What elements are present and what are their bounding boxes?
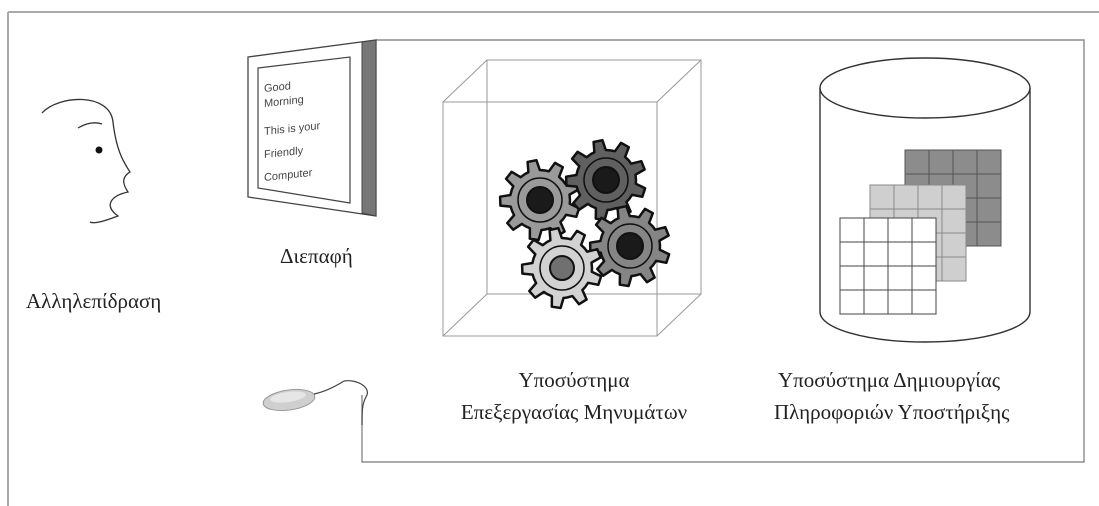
info-subsystem-label-2: Πληροφοριών Υποστήριξης [774, 400, 1010, 424]
screen-text-2: Morning [264, 94, 304, 110]
processing-label-1: Υποσύστημα [518, 368, 630, 392]
interaction-label: Αλληλεπίδραση [26, 289, 162, 313]
screen-text-4: Friendly [264, 145, 304, 161]
gear-2-icon [564, 138, 647, 222]
gear-1-icon [498, 158, 581, 242]
interface-label: Διεπαφή [280, 244, 353, 268]
screen-text-3: This is your [264, 120, 320, 138]
data-tables-icon [839, 149, 1002, 315]
data-table-front [839, 217, 937, 315]
info-subsystem-label-1: Υποσύστημα Δημιουργίας [778, 368, 1001, 392]
gear-4-icon [520, 226, 603, 310]
system-boundary [361, 39, 1085, 463]
processing-label-2: Επεξεργασίας Μηνυμάτων [460, 400, 688, 424]
screen-text-5: Computer [264, 167, 313, 184]
gear-3-icon [588, 204, 671, 288]
mouse-icon [262, 380, 368, 426]
gears-icon [498, 138, 671, 310]
monitor-icon: Good Morning This is your Friendly Compu… [247, 39, 377, 217]
processing-cube [442, 59, 702, 337]
screen-text-1: Good [264, 80, 291, 95]
user-face-icon [41, 98, 131, 224]
